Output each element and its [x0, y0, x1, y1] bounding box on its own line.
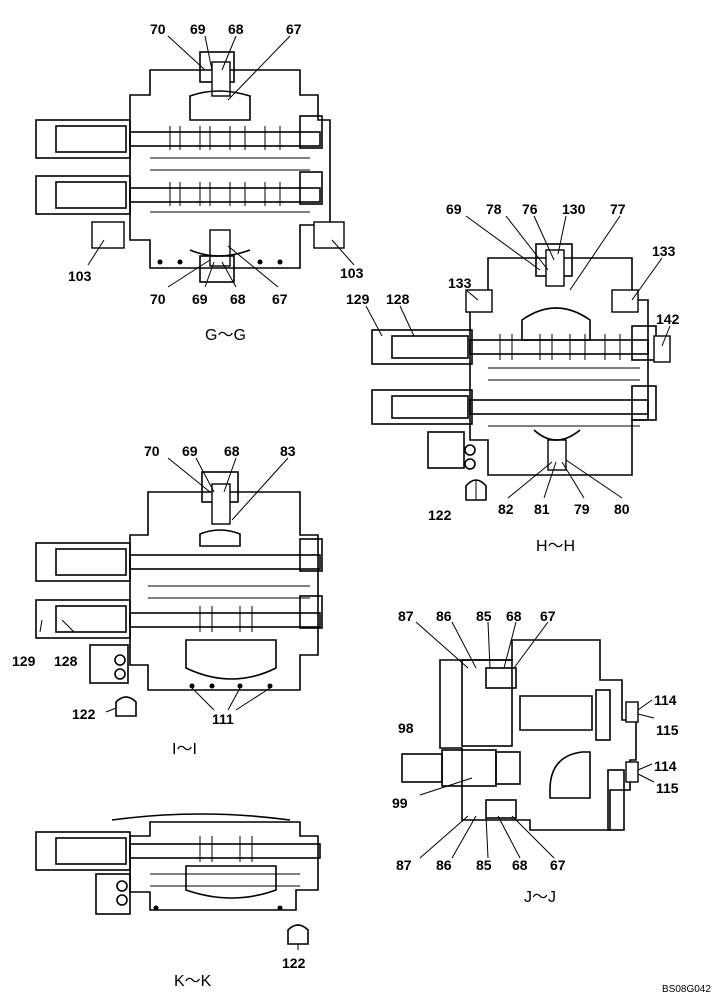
jj-label-68-top: 68 — [506, 608, 522, 624]
jj-label-67-top: 67 — [540, 608, 556, 624]
gg-label-69-bottom: 69 — [192, 291, 208, 307]
ii-caption: I〜I — [172, 741, 197, 758]
hh-label-130: 130 — [562, 201, 586, 217]
kk-label-122: 122 — [282, 955, 306, 971]
drawing-code: BS08G042 — [662, 984, 711, 995]
hh-label-69: 69 — [446, 201, 462, 217]
jj-label-67-bottom: 67 — [550, 857, 566, 873]
hh-label-80: 80 — [614, 501, 630, 517]
ii-label-111: 111 — [212, 711, 234, 727]
gg-label-70: 70 — [150, 21, 166, 37]
jj-label-114-top: 114 — [654, 692, 677, 708]
view-hh-drawing — [365, 215, 671, 501]
gg-label-67: 67 — [286, 21, 302, 37]
gg-label-67-bottom: 67 — [272, 291, 288, 307]
ii-label-128: 128 — [54, 653, 78, 669]
hh-caption: H〜H — [536, 538, 575, 555]
gg-label-68: 68 — [228, 21, 244, 37]
hh-label-133-left: 133 — [448, 275, 472, 291]
ii-label-68: 68 — [224, 443, 240, 459]
hh-label-76: 76 — [522, 201, 538, 217]
ii-label-129: 129 — [12, 653, 36, 669]
gg-label-103-right: 103 — [340, 265, 364, 281]
gg-label-69: 69 — [190, 21, 206, 37]
hh-label-78: 78 — [486, 201, 502, 217]
view-ii-drawing — [35, 457, 323, 717]
gg-label-68-bottom: 68 — [230, 291, 246, 307]
jj-label-68-bottom: 68 — [512, 857, 528, 873]
jj-label-86-top: 86 — [436, 608, 452, 624]
hh-label-77: 77 — [610, 201, 626, 217]
ii-label-70: 70 — [144, 443, 160, 459]
jj-label-115-bottom: 115 — [656, 780, 679, 796]
gg-caption: G〜G — [205, 327, 246, 344]
jj-label-87-top: 87 — [398, 608, 414, 624]
gg-label-103-left: 103 — [68, 268, 92, 284]
jj-label-85-bottom: 85 — [476, 857, 492, 873]
hh-label-142: 142 — [656, 311, 680, 327]
hh-label-133-right: 133 — [652, 243, 676, 259]
view-kk-drawing — [35, 813, 321, 950]
hh-label-79: 79 — [574, 501, 590, 517]
jj-label-114-bottom: 114 — [654, 758, 677, 774]
hh-label-128: 128 — [386, 291, 410, 307]
view-gg-drawing — [35, 35, 355, 288]
jj-label-99: 99 — [392, 795, 408, 811]
hh-label-82: 82 — [498, 501, 514, 517]
ii-label-83: 83 — [280, 443, 296, 459]
jj-label-115-top: 115 — [656, 722, 679, 738]
view-jj-drawing — [401, 621, 655, 859]
hh-label-81: 81 — [534, 501, 550, 517]
hh-label-129: 129 — [346, 291, 370, 307]
jj-label-87-bottom: 87 — [396, 857, 412, 873]
hh-label-122: 122 — [428, 507, 452, 523]
jj-label-85-top: 85 — [476, 608, 492, 624]
jj-label-86-bottom: 86 — [436, 857, 452, 873]
gg-label-70-bottom: 70 — [150, 291, 166, 307]
ii-label-69: 69 — [182, 443, 198, 459]
jj-caption: J〜J — [524, 889, 556, 906]
ii-label-122: 122 — [72, 706, 96, 722]
jj-label-98: 98 — [398, 720, 414, 736]
kk-caption: K〜K — [174, 973, 212, 990]
